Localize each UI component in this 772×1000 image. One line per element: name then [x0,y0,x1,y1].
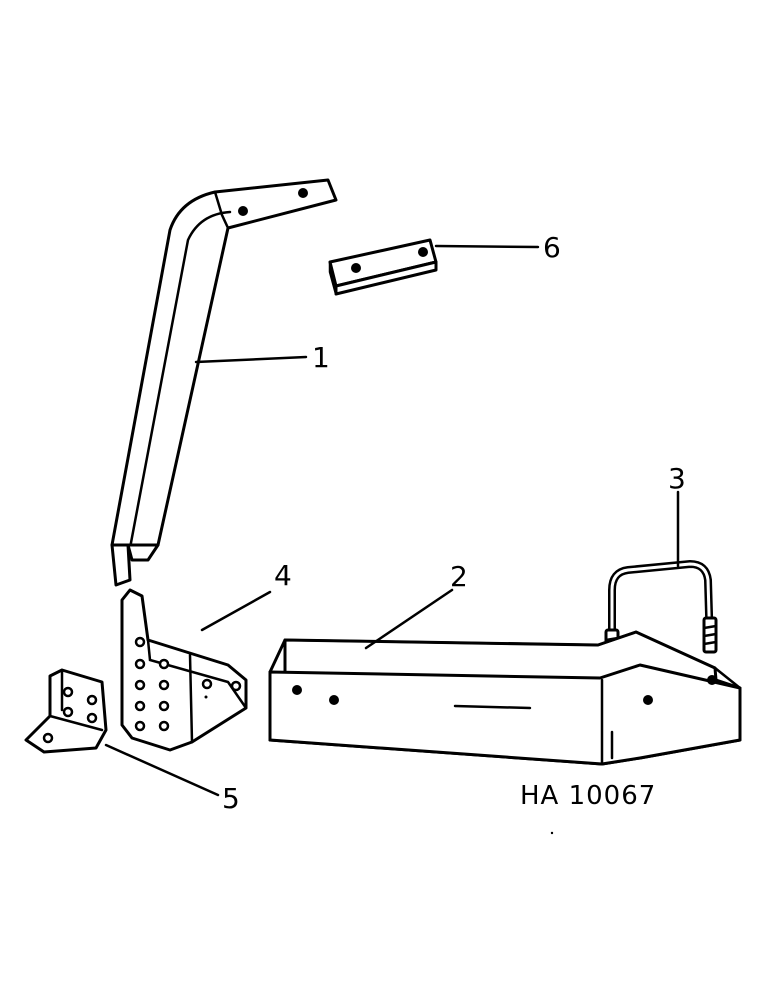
bolt-hole [158,658,170,670]
bolt-hole [643,695,653,705]
bolt-hole [707,675,717,685]
bolt-hole [134,700,146,712]
bolt-hole [134,658,146,670]
bolt-hole [86,694,98,706]
bolt-hole [329,695,339,705]
part-2-cranked-bar [268,630,742,766]
bolt-hole [158,679,170,691]
part-5-small-bracket [24,668,108,754]
bolt-hole [418,247,428,257]
bolt-hole [86,712,98,724]
part-4-mounting-plate [120,588,248,752]
callout-4: 4 [274,559,292,592]
speck [550,831,554,835]
part-6-spacer-plate [328,238,438,296]
bolt-hole [42,732,54,744]
bolt-hole [134,636,146,648]
callout-2: 2 [450,560,468,593]
bolt-hole [62,686,74,698]
drawing-reference-number: HA 10067 [520,781,656,811]
bolt-hole [298,188,308,198]
bolt-hole [134,720,146,732]
bolt-hole [158,720,170,732]
leader-lines [104,244,680,797]
callout-1: 1 [312,341,330,374]
bolt-hole [292,685,302,695]
bolt-hole [351,263,361,273]
bolt-hole [62,706,74,718]
callout-5: 5 [222,782,240,815]
callout-3: 3 [668,462,686,495]
speck [204,695,208,699]
part-3-u-bolt [604,559,718,666]
bolt-hole [201,678,213,690]
bolt-hole [158,700,170,712]
part-1-angle-bracket [110,178,338,587]
callout-6: 6 [543,231,561,264]
bolt-hole [134,679,146,691]
bolt-hole [230,680,242,692]
bolt-hole [238,206,248,216]
